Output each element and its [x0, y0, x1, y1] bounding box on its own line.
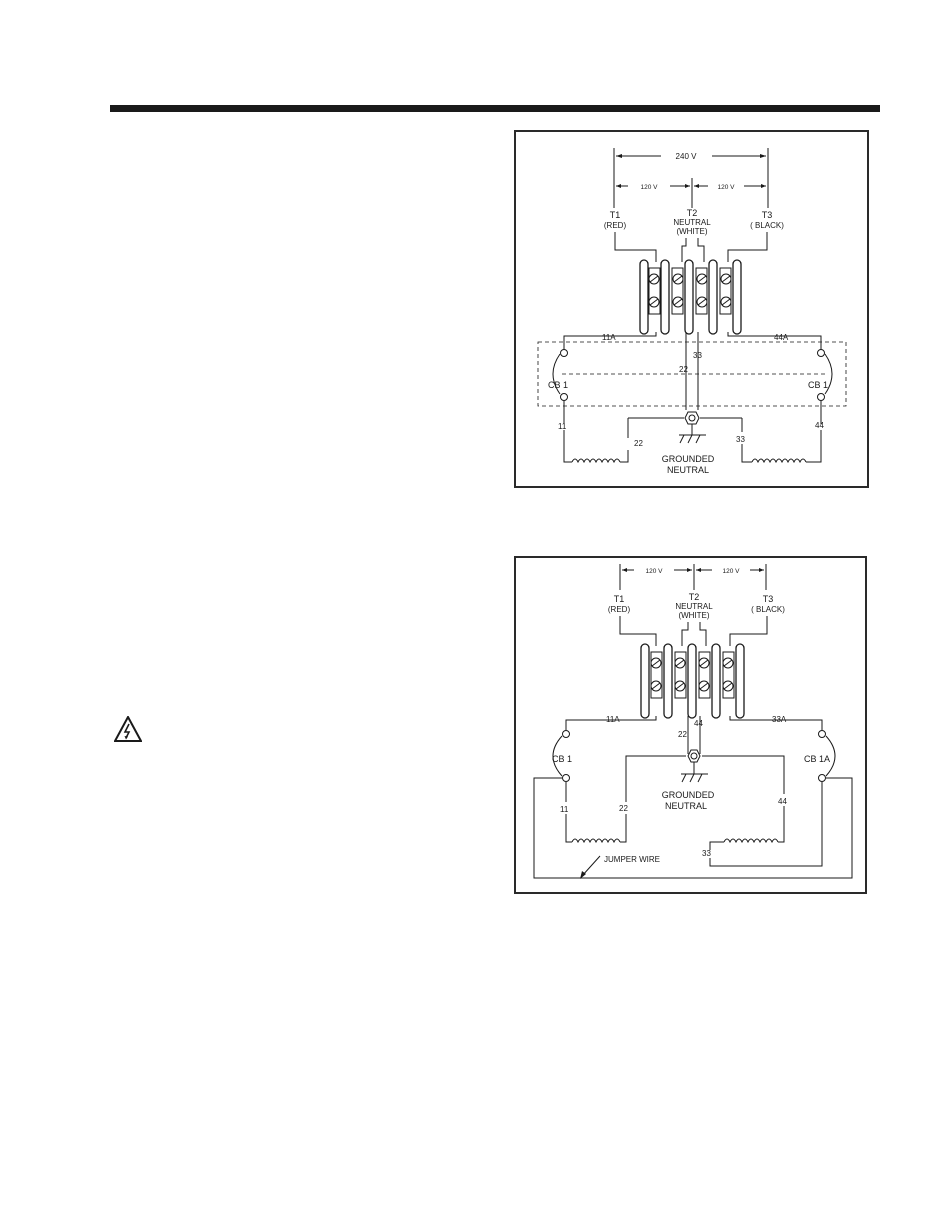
terminal-t2-color: (WHITE) — [678, 611, 709, 620]
cb-right-label: CB 1 — [808, 380, 828, 390]
terminal-t1-color: (RED) — [604, 221, 627, 230]
wire-11a-label: 11A — [606, 715, 620, 724]
jumper-wire-label: JUMPER WIRE — [604, 855, 660, 864]
wire-44a-label: 44A — [774, 333, 789, 342]
terminal-t3-label: T3 — [763, 594, 774, 604]
terminal-t2-color: (WHITE) — [676, 227, 707, 236]
terminal-t2-neutral: NEUTRAL — [675, 602, 713, 611]
voltage-left-label: 120 V — [641, 184, 659, 191]
wire-22b-label: 22 — [634, 439, 643, 448]
wire-33b-label: 33 — [736, 435, 745, 444]
wire-33-label: 33 — [702, 849, 711, 858]
terminal-t1-label: T1 — [610, 210, 621, 220]
grounded-label: GROUNDED — [662, 454, 715, 464]
terminal-t2-label: T2 — [687, 208, 698, 218]
electrical-hazard-warning-icon — [114, 716, 142, 742]
terminal-block — [639, 259, 742, 335]
wiring-diagram-240v: 240 V 120 V 120 V T1 (RED) T2 NEUTRAL (W… — [514, 130, 869, 488]
dimension-lines — [619, 564, 767, 590]
voltage-240-label: 240 V — [676, 152, 698, 161]
terminal-t1-color: (RED) — [608, 605, 631, 614]
wire-33-label: 33 — [693, 351, 702, 360]
terminal-t3-color: ( BLACK) — [751, 605, 785, 614]
wire-22b-label: 22 — [619, 804, 628, 813]
neutral-label: NEUTRAL — [667, 465, 709, 475]
wire-44b-label: 44 — [778, 797, 787, 806]
ground-symbol — [681, 749, 708, 783]
wire-22-label: 22 — [679, 365, 688, 374]
terminal-leads — [614, 232, 768, 262]
terminal-t3-color: ( BLACK) — [750, 221, 784, 230]
circuit-wires — [537, 332, 847, 464]
ground-symbol — [679, 411, 706, 444]
dimension-lines — [613, 148, 769, 208]
circuit-wires — [533, 716, 853, 879]
voltage-right-label: 120 V — [723, 568, 741, 575]
wire-11-label: 11 — [560, 805, 569, 814]
cb-left-label: CB 1 — [552, 754, 572, 764]
voltage-left-label: 120 V — [646, 568, 664, 575]
wiring-diagram-120v: 120 V 120 V T1 (RED) T2 NEUTRAL (WHITE) … — [514, 556, 867, 894]
wire-44-label: 44 — [815, 421, 824, 430]
terminal-t2-label: T2 — [689, 592, 700, 602]
wire-44-label: 44 — [694, 719, 703, 728]
cb-left-label: CB 1 — [548, 380, 568, 390]
terminal-t1-label: T1 — [614, 594, 625, 604]
wire-33a-label: 33A — [772, 715, 787, 724]
wire-11-label: 11 — [558, 422, 567, 431]
wire-22-label: 22 — [678, 730, 687, 739]
grounded-label: GROUNDED — [662, 790, 715, 800]
header-rule — [110, 105, 880, 112]
terminal-block — [640, 643, 745, 719]
voltage-right-label: 120 V — [718, 184, 736, 191]
terminal-leads — [619, 616, 768, 646]
terminal-t2-neutral: NEUTRAL — [673, 218, 711, 227]
cb-right-label: CB 1A — [804, 754, 830, 764]
neutral-label: NEUTRAL — [665, 801, 707, 811]
terminal-t3-label: T3 — [762, 210, 773, 220]
wire-11a-label: 11A — [602, 333, 616, 342]
